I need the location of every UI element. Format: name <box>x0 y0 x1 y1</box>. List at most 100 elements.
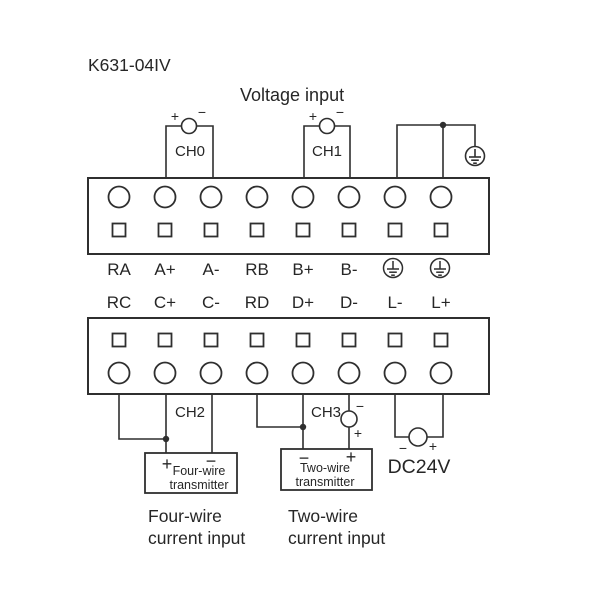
clamp-port <box>433 222 449 238</box>
terminal-label: A+ <box>154 260 175 279</box>
voltage-input-label: Voltage input <box>240 85 344 105</box>
ch0-label: CH0 <box>175 143 205 160</box>
terminal-label: B+ <box>292 260 313 279</box>
ch3-circuit: − + CH3 − + Two-wire transmitter <box>256 394 373 491</box>
terminal-label: L- <box>387 293 402 312</box>
four-wire-caption-line2: current input <box>148 528 245 548</box>
ch0-minus-mark: − <box>198 104 206 120</box>
four-wire-transmitter-line2: transmitter <box>169 478 228 492</box>
four-wire-plus-mark: + <box>162 454 173 474</box>
terminal-label: D+ <box>292 293 314 312</box>
screw-terminal <box>383 361 407 385</box>
clamp-port <box>111 332 127 348</box>
earth-circuit <box>396 121 486 178</box>
dc-source-icon <box>408 427 428 447</box>
terminal-label: RC <box>107 293 132 312</box>
terminal-label: RD <box>245 293 270 312</box>
two-wire-caption-line1: Two-wire <box>288 506 358 526</box>
dc-minus-mark: − <box>399 440 407 456</box>
ch2-circuit: CH2 + − Four-wire transmitter <box>118 394 238 494</box>
ch1-circuit: + − CH1 <box>303 104 351 178</box>
four-wire-minus-mark: − <box>206 451 217 471</box>
screw-terminal <box>291 361 315 385</box>
terminal-label: B- <box>341 260 358 279</box>
terminal-label: L+ <box>431 293 450 312</box>
four-wire-transmitter-line1: Four-wire <box>173 464 226 478</box>
voltage-source-icon <box>318 117 336 135</box>
terminal-block-top-outline <box>87 177 490 255</box>
ch3-label: CH3 <box>311 404 341 421</box>
ch2-label: CH2 <box>175 404 205 421</box>
current-loop-meter-icon <box>340 410 358 428</box>
two-wire-caption-line2: current input <box>288 528 385 548</box>
two-wire-minus-mark: − <box>299 448 310 468</box>
terminal-label: C+ <box>154 293 176 312</box>
clamp-port <box>433 332 449 348</box>
terminal-label: C- <box>202 293 220 312</box>
ch2-wires <box>118 394 213 453</box>
ch1-wires <box>303 125 351 178</box>
junction-dot <box>299 423 307 431</box>
two-wire-plus-mark: + <box>346 447 357 467</box>
dc-plus-mark: + <box>429 438 437 454</box>
clamp-port <box>249 222 265 238</box>
screw-terminal <box>107 361 131 385</box>
ch3-wires <box>256 394 350 449</box>
model-label: K631-04IV <box>88 55 171 75</box>
terminal-labels-row2: RC C+ C- RD D+ D- L- L+ <box>107 293 451 312</box>
screw-terminal <box>153 185 177 209</box>
screw-terminal <box>291 185 315 209</box>
dc-supply-circuit: − + DC24V <box>388 394 451 478</box>
ch3-plus-mark: + <box>354 425 362 441</box>
screw-terminal <box>199 361 223 385</box>
screw-terminal <box>337 185 361 209</box>
clamp-port <box>157 222 173 238</box>
ch0-circuit: + − CH0 <box>165 104 214 178</box>
dc24v-label: DC24V <box>388 456 451 478</box>
protective-earth-icon <box>382 257 404 279</box>
ch0-plus-mark: + <box>171 108 179 124</box>
screw-terminal <box>245 185 269 209</box>
two-wire-transmitter-line1: Two-wire <box>300 461 350 475</box>
screw-terminal <box>153 361 177 385</box>
clamp-port <box>111 222 127 238</box>
screw-terminal <box>429 361 453 385</box>
four-wire-caption-line1: Four-wire <box>148 506 222 526</box>
terminal-block-top <box>87 177 490 255</box>
terminal-label: A- <box>203 260 220 279</box>
protective-earth-icon <box>429 257 451 279</box>
terminal-block-bottom-outline <box>87 317 490 395</box>
screw-terminal <box>245 361 269 385</box>
clamp-port <box>295 222 311 238</box>
screw-terminal <box>383 185 407 209</box>
earth-wires <box>396 124 476 178</box>
screw-terminal <box>199 185 223 209</box>
terminal-block-bottom <box>87 317 490 395</box>
terminal-label: RB <box>245 260 269 279</box>
voltage-source-icon <box>180 117 198 135</box>
screw-terminal <box>429 185 453 209</box>
screw-terminal <box>107 185 131 209</box>
ch1-minus-mark: − <box>336 104 344 120</box>
junction-dot <box>439 121 447 129</box>
dc-supply-wires <box>394 394 444 438</box>
terminal-label: D- <box>340 293 358 312</box>
clamp-port <box>203 222 219 238</box>
terminal-labels-row1: RA A+ A- RB B+ B- <box>107 257 451 279</box>
ch1-label: CH1 <box>312 143 342 160</box>
clamp-port <box>341 222 357 238</box>
two-wire-transmitter-line2: transmitter <box>295 475 354 489</box>
clamp-port <box>203 332 219 348</box>
captions: Four-wire current input Two-wire current… <box>148 506 385 548</box>
clamp-port <box>341 332 357 348</box>
clamp-port <box>295 332 311 348</box>
screw-terminal <box>337 361 361 385</box>
ch0-wires <box>165 125 214 178</box>
junction-dot <box>162 435 170 443</box>
clamp-port <box>387 222 403 238</box>
protective-earth-icon <box>464 145 486 167</box>
clamp-port <box>157 332 173 348</box>
four-wire-transmitter-box <box>144 452 238 494</box>
two-wire-transmitter-box <box>280 448 373 491</box>
